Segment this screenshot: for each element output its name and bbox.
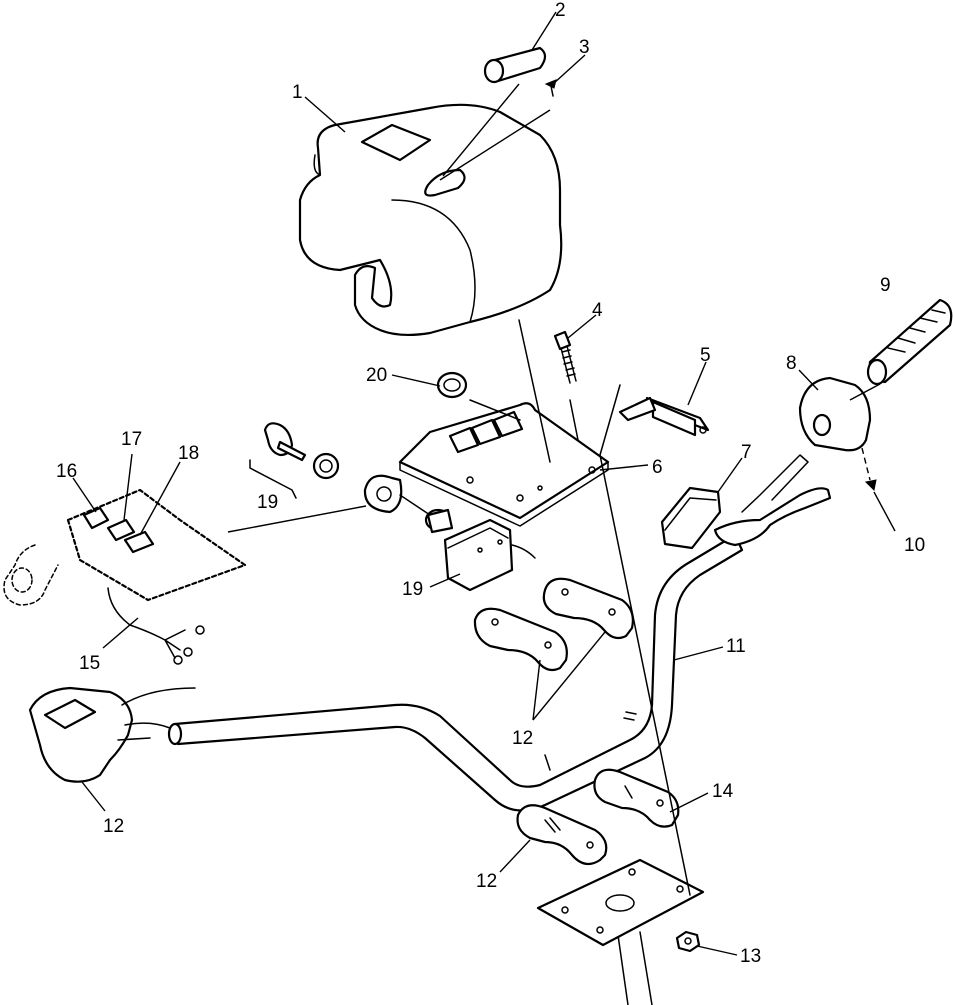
callout-20: 20 (366, 365, 387, 386)
ignition-switch (424, 508, 536, 592)
upper-clamp-left (473, 607, 568, 672)
grip (866, 298, 953, 386)
callout-15: 15 (79, 653, 100, 674)
callout-14: 12 (103, 816, 124, 837)
switch (618, 396, 710, 437)
plug (483, 46, 547, 84)
callout-1: 1 (292, 82, 303, 103)
bracket-19 (249, 459, 297, 499)
callout-6: 6 (652, 457, 663, 478)
callout-7: 7 (741, 442, 752, 463)
left-control-housing (28, 686, 196, 783)
callout-12-lower: 12 (476, 871, 497, 892)
callout-labels: 2 3 1 4 5 20 9 8 7 6 17 16 18 19 10 19 1… (56, 0, 925, 967)
callout-11: 11 (726, 636, 746, 657)
callout-2: 2 (555, 0, 566, 21)
callout-3: 3 (579, 37, 590, 58)
handlebar-tube (167, 533, 744, 812)
callout-16: 16 (56, 461, 77, 482)
callout-12-upper: 12 (512, 728, 533, 749)
lower-plate (536, 858, 705, 947)
callout-18: 18 (178, 443, 199, 464)
callout-19-lower: 19 (402, 579, 423, 600)
bolt (553, 330, 577, 384)
screw-small (544, 79, 557, 97)
handlebar-cover (298, 103, 563, 337)
alignment-lines (399, 319, 691, 896)
throttle-lever (660, 454, 832, 550)
callout-12-right: 14 (712, 781, 734, 802)
callout-19-upper: 19 (257, 492, 278, 513)
callout-4: 4 (592, 300, 603, 321)
left-switch-plate (3, 488, 247, 665)
lower-clamp-left (516, 804, 608, 866)
screw-throttle (864, 479, 877, 492)
leader-lines (72, 11, 896, 956)
bushing (436, 371, 468, 399)
throttle-housing (798, 376, 872, 452)
mount-plate (363, 402, 610, 527)
callout-5: 5 (700, 345, 711, 366)
callout-17: 17 (121, 429, 142, 450)
callout-8: 8 (786, 353, 797, 374)
callout-10: 10 (904, 535, 925, 556)
lower-clamp-right (593, 768, 680, 828)
steering-column (617, 931, 653, 1005)
ignition-key (263, 422, 307, 462)
upper-clamp-right (542, 577, 634, 640)
ignition-nut (312, 452, 340, 480)
callout-13: 13 (740, 946, 761, 967)
nut (675, 930, 701, 953)
callout-9: 9 (880, 275, 891, 296)
